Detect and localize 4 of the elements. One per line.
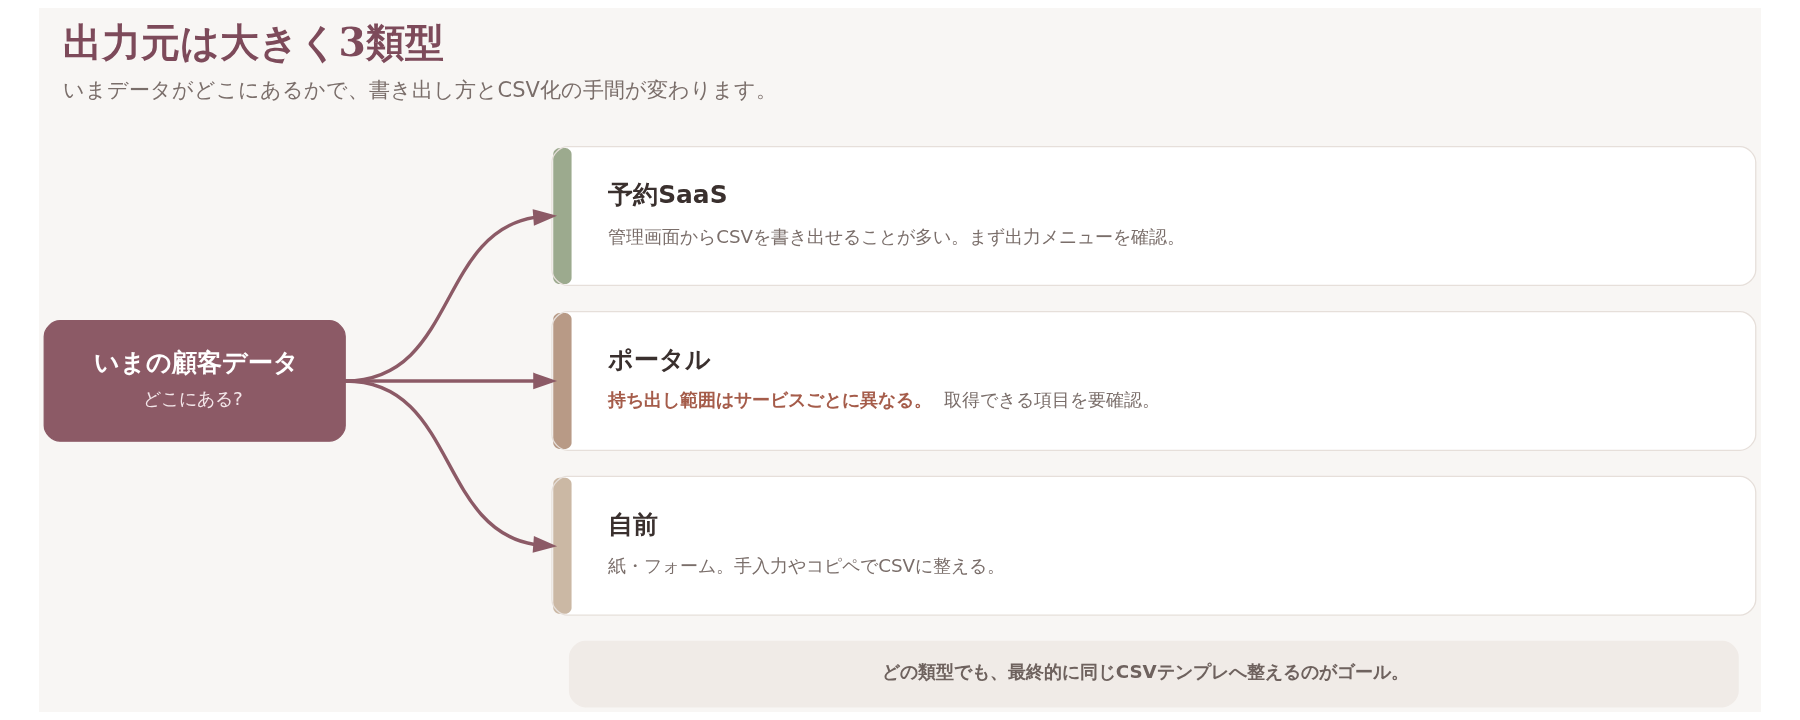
diagram-title: 出力元は大きく3類型: [62, 19, 444, 66]
node-box: いまの顧客データ どこにある?: [43, 320, 346, 442]
arrow: [345, 379, 558, 553]
caption: いまデータがどこにあるかで、書き出し方とCSV化の手間が変わります。: [62, 77, 777, 102]
